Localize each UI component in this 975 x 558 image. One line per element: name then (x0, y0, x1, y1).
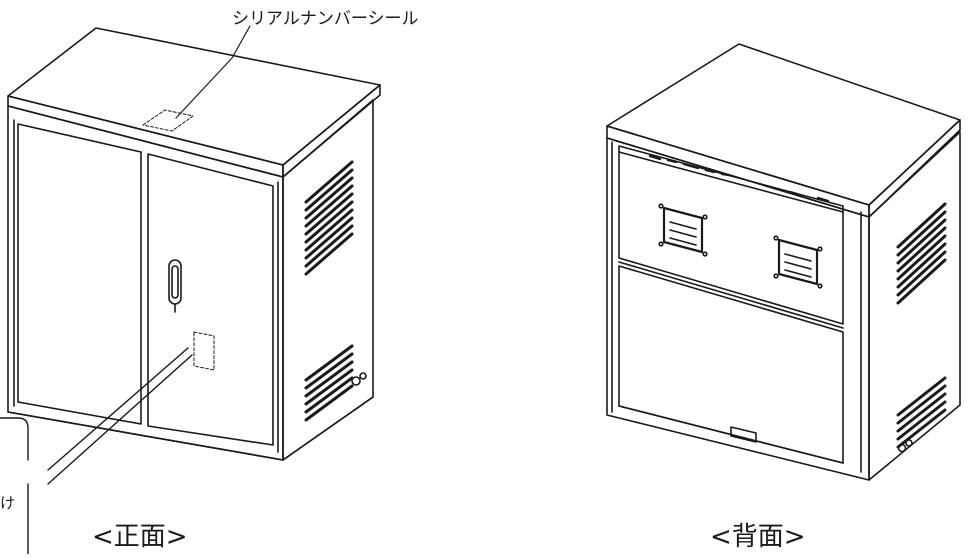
back-bottom-tab (730, 426, 757, 443)
front-view-caption: <正面> (92, 522, 188, 552)
right-door (147, 153, 274, 446)
back-cabinet-side (868, 131, 961, 481)
back-upper-panel (618, 145, 844, 325)
left-door (17, 123, 142, 425)
back-cabinet (606, 43, 961, 481)
serial-seal-leader-line (175, 25, 251, 119)
serial-seal-label: シリアルナンバーシール (232, 9, 419, 29)
back-fan-right-icon (773, 235, 823, 289)
back-view-caption: <背面> (710, 522, 806, 552)
back-side-vents-upper (896, 202, 947, 305)
front-side-vents-lower (304, 344, 354, 422)
front-cabinet (7, 27, 381, 461)
back-side-vents-lower (896, 376, 947, 449)
front-side-vents-upper (304, 160, 354, 276)
back-top-strip (648, 154, 830, 203)
front-cabinet-top (7, 27, 381, 166)
door-label-leader-line (47, 347, 193, 485)
back-fan-left-icon (658, 203, 708, 257)
side-connector-icon (351, 372, 367, 386)
door-label-area (193, 331, 215, 371)
serial-seal-area (142, 109, 194, 132)
callout-box (0, 417, 29, 555)
callout-text-bottom: け (0, 494, 16, 512)
back-side-connector-icon (897, 439, 913, 453)
door-handle-icon (168, 259, 182, 313)
